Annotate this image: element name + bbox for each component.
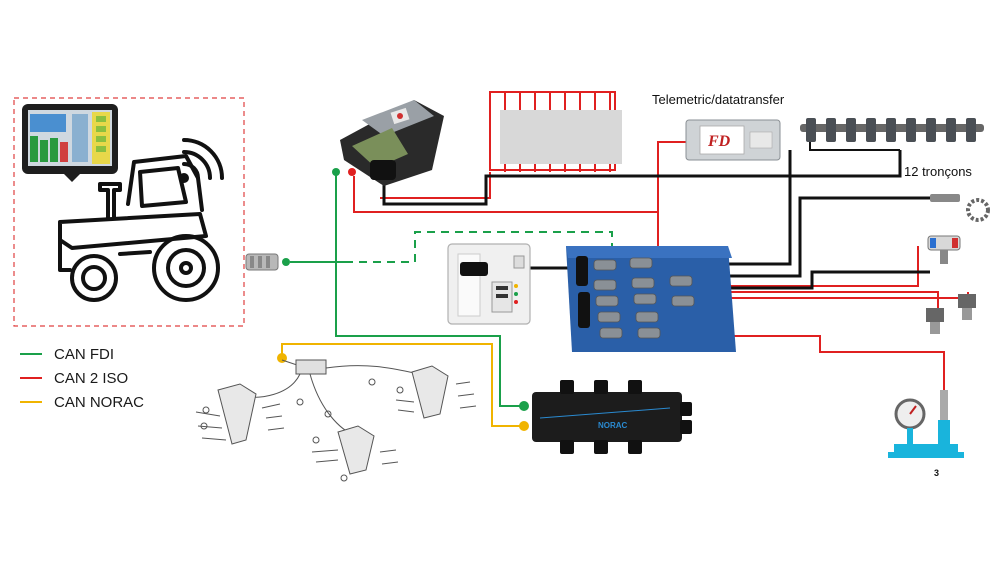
terminal-display-icon <box>22 104 118 182</box>
legend: CAN FDI CAN 2 ISO CAN NORAC <box>20 342 144 414</box>
svg-text:FD: FD <box>707 133 731 150</box>
troncons-label: 12 tronçons <box>904 164 972 179</box>
legend-swatch-can-norac <box>20 401 42 403</box>
wireless-icon <box>179 138 224 183</box>
legend-item-can-norac: CAN NORAC <box>20 390 144 414</box>
valve-icon-a <box>926 308 944 334</box>
can-fdi-cables <box>290 174 613 407</box>
tractor-icon <box>58 154 220 302</box>
legend-swatch-can-iso <box>20 377 42 379</box>
norac-brand-label: NORAC <box>598 421 628 430</box>
telemetric-label: Telemetric/datatransfer <box>652 92 785 107</box>
red-plug-a <box>348 168 356 176</box>
pressure-gauge-icon <box>888 390 964 458</box>
legend-label-can-iso: CAN 2 ISO <box>54 369 129 387</box>
output-block <box>500 110 622 164</box>
valve-icon-b <box>958 294 976 320</box>
legend-label-can-norac: CAN NORAC <box>54 393 145 411</box>
norac-hub-icon: NORAC <box>532 380 692 454</box>
green-plug-c <box>519 401 529 411</box>
legend-swatch-can-fdi <box>20 353 42 355</box>
can-norac-cables <box>281 343 526 427</box>
legend-item-can-iso: CAN 2 ISO <box>20 366 144 390</box>
flow-meter-icon <box>927 235 961 264</box>
yellow-plug-b <box>519 421 529 431</box>
pressure-number-label: 3 <box>934 468 939 478</box>
legend-item-can-fdi: CAN FDI <box>20 342 144 366</box>
ecu-module-icon <box>340 100 444 186</box>
tractor-connector-icon <box>245 253 290 271</box>
nozzle-rail-icon <box>800 118 984 151</box>
speed-sensor-icon <box>930 194 990 222</box>
green-plug-a <box>332 168 340 176</box>
control-box <box>566 246 736 352</box>
boom-sensor-harness <box>195 359 477 482</box>
telemetric-device-icon: FD <box>685 119 781 161</box>
module-box-icon <box>447 243 531 325</box>
tractor-frame <box>13 97 245 327</box>
legend-label-can-fdi: CAN FDI <box>54 345 114 363</box>
